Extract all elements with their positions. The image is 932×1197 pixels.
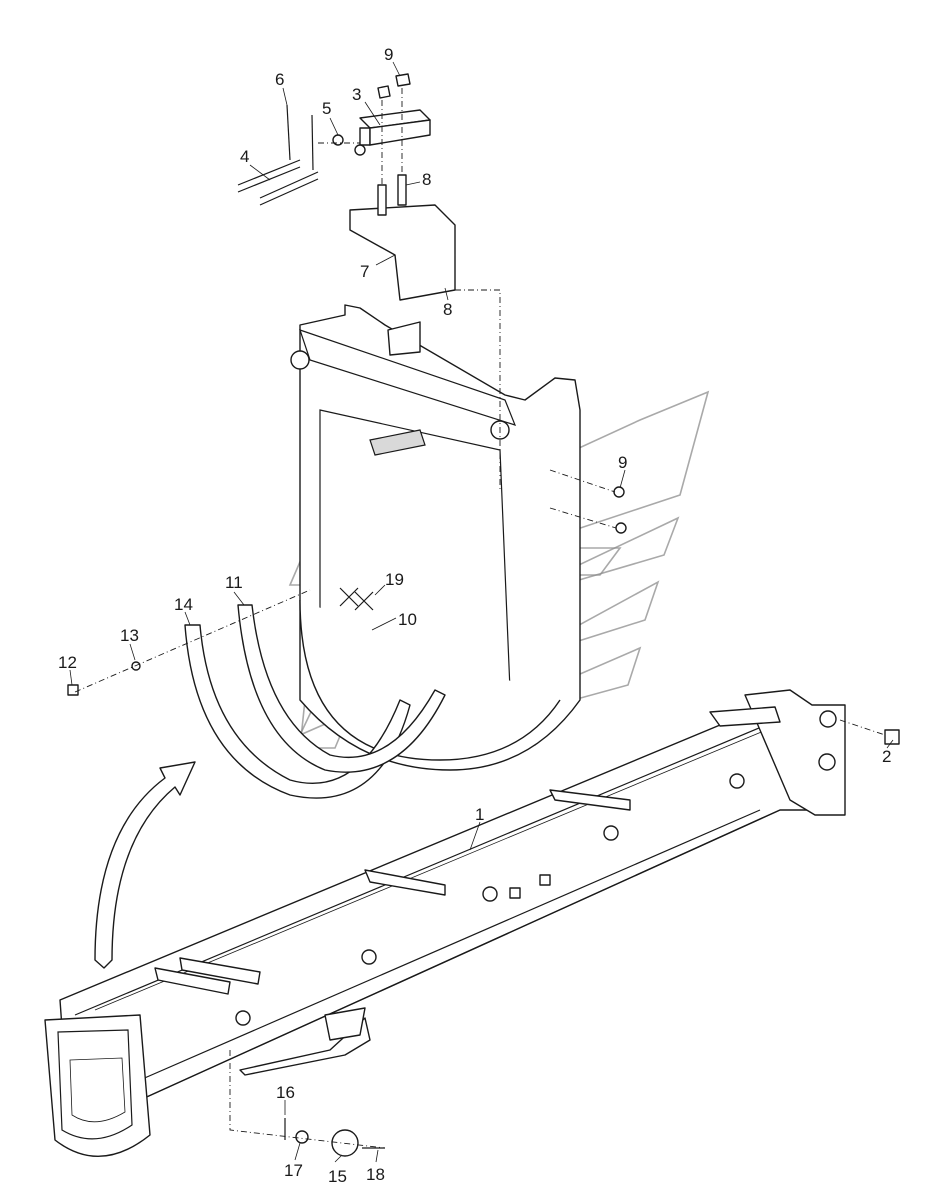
callout-8-upper: 8 [422, 170, 431, 189]
curved-arrow [94, 761, 196, 969]
callout-4: 4 [240, 147, 249, 166]
callout-9-right: 9 [618, 453, 627, 472]
callout-6: 6 [275, 70, 284, 89]
callout-5: 5 [322, 99, 331, 118]
callout-16: 16 [276, 1083, 295, 1102]
callout-12: 12 [58, 653, 77, 672]
callout-9-upper: 9 [384, 45, 393, 64]
callout-13: 13 [120, 626, 139, 645]
callout-15: 15 [328, 1167, 347, 1186]
callout-7: 7 [360, 262, 369, 281]
callout-14: 14 [174, 595, 193, 614]
callout-3: 3 [352, 85, 361, 104]
boom-assembly [44, 689, 846, 1158]
ring-plates [184, 604, 446, 799]
leader-lines [69, 61, 894, 1163]
ring-frame [290, 304, 581, 771]
callout-1: 1 [475, 805, 484, 824]
callout-2: 2 [882, 747, 891, 766]
callout-labels: 1 2 3 4 5 6 7 8 8 9 9 10 11 12 13 14 15 … [58, 45, 891, 1186]
assembly-lines [74, 88, 886, 1149]
upper-bracket-parts [67, 73, 900, 1157]
callout-19: 19 [385, 570, 404, 589]
callout-8-lower: 8 [443, 300, 452, 319]
callout-11: 11 [225, 573, 243, 592]
callout-18: 18 [366, 1165, 385, 1184]
callout-17: 17 [284, 1161, 303, 1180]
callout-10: 10 [398, 610, 417, 629]
